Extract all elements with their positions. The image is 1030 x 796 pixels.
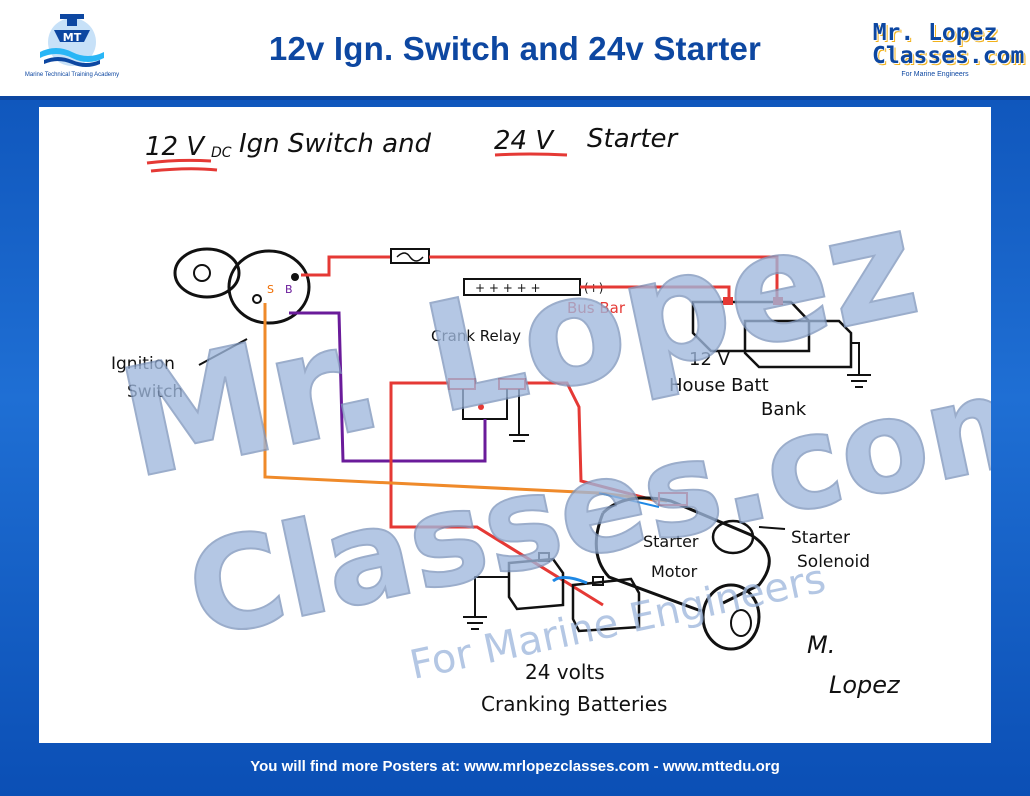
terminal-s-label: S xyxy=(267,283,274,296)
starter-motor-label-1: Starter xyxy=(643,532,699,551)
ship-logo-icon: MT xyxy=(40,14,104,67)
diagram-panel: 12 V DC Ign Switch and 24 V Starter S B … xyxy=(39,107,1030,743)
starter-solenoid-label-1: Starter xyxy=(791,528,850,548)
header-bar: MT Marine Technical Training Academy 12v… xyxy=(0,0,1030,100)
logo-caption: Marine Technical Training Academy xyxy=(24,72,120,78)
title-ign-switch: Ign Switch and xyxy=(239,129,432,159)
signature-line-1: M. xyxy=(807,631,835,659)
cranking-batt-label-2: Cranking Batteries xyxy=(481,692,667,716)
ignition-switch-label-1: Ignition xyxy=(111,354,175,374)
page-title: 12v Ign. Switch and 24v Starter xyxy=(268,30,762,67)
brand-line-1: Mr. Lopez xyxy=(872,20,998,46)
house-battery-bank xyxy=(691,297,853,369)
starter-motor-label-2: Motor xyxy=(651,562,698,581)
house-batt-label-3: Bank xyxy=(761,399,807,420)
starter-solenoid-label-2: Solenoid xyxy=(797,552,870,572)
handwritten-title: 12 V DC Ign Switch and 24 V Starter xyxy=(145,124,680,162)
title-12v: 12 V xyxy=(145,132,206,162)
brand-tagline: For Marine Engineers xyxy=(901,71,969,78)
ignition-switch: S B xyxy=(173,247,311,325)
crank-relay-label: Crank Relay xyxy=(431,327,521,345)
brand-logo: Mr. Lopez Classes.com For Marine Enginee… xyxy=(872,20,1025,79)
svg-text:MT: MT xyxy=(63,31,82,44)
watermark: Mr. Lopez Classes.com For Marine Enginee… xyxy=(106,174,1030,689)
terminal-b-label: B xyxy=(285,283,293,296)
bus-bar-label: Bus Bar xyxy=(567,299,626,317)
cranking-batt-label-1: 24 volts xyxy=(525,660,605,684)
signature-line-2: Lopez xyxy=(829,671,901,699)
svg-text:+ + + + +: + + + + + xyxy=(475,281,541,295)
brand-line-2: Classes.com xyxy=(872,43,1025,69)
starter-motor xyxy=(594,492,771,651)
ignition-switch-label-2: Switch xyxy=(127,382,183,402)
house-batt-label-1: 12 V xyxy=(689,349,731,370)
wiring-diagram: 12 V DC Ign Switch and 24 V Starter S B … xyxy=(106,124,1030,716)
title-dc: DC xyxy=(211,145,232,161)
cranking-batteries xyxy=(507,552,641,633)
title-starter: Starter xyxy=(587,124,680,154)
house-batt-label-2: House Batt xyxy=(669,375,769,396)
footer-text: You will find more Posters at: www.mrlop… xyxy=(250,758,780,775)
title-24v: 24 V xyxy=(494,126,555,156)
